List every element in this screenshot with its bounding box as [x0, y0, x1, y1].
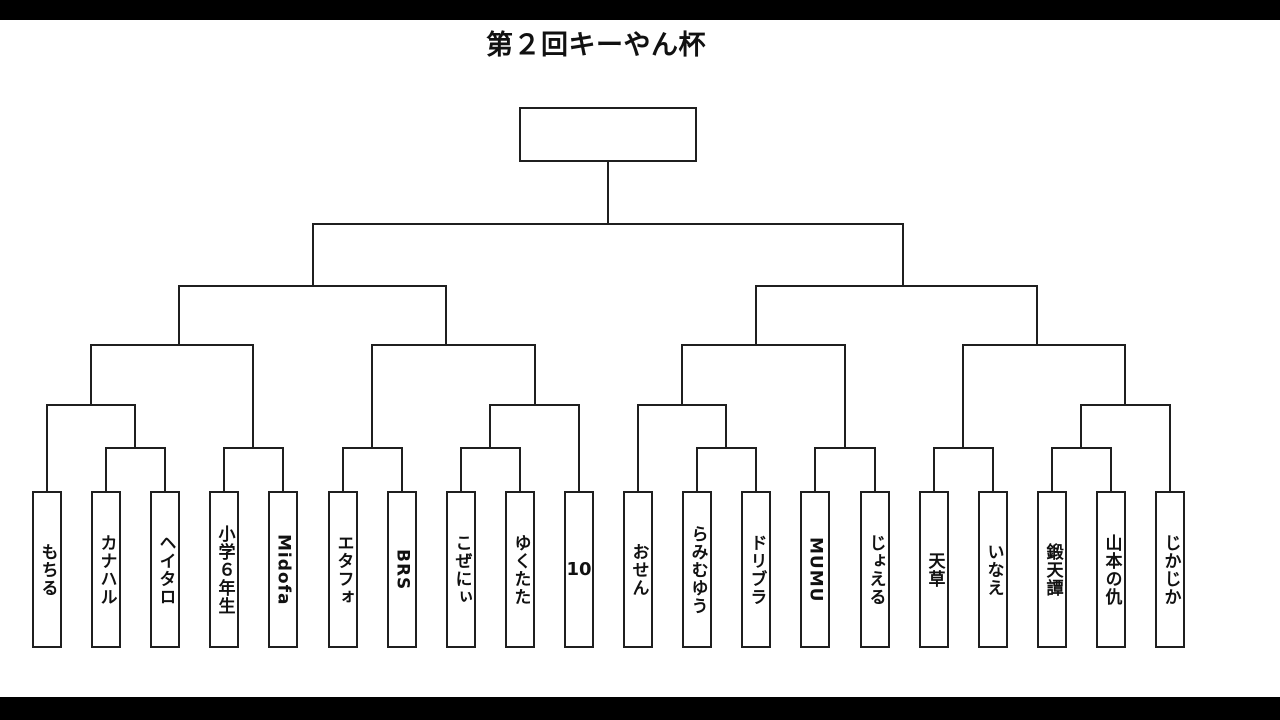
participant-box-7: BRS	[387, 491, 417, 648]
participant-name: じかじか	[1160, 533, 1181, 606]
participant-box-20: じかじか	[1155, 491, 1185, 648]
participant-box-17: いなえ	[978, 491, 1008, 648]
participant-name: 10	[566, 558, 592, 580]
participant-box-13: ドリブラ	[741, 491, 771, 648]
participant-name: らみむゆう	[687, 524, 708, 615]
participant-name: MUMU	[805, 536, 826, 603]
participant-name: もちる	[37, 542, 58, 597]
participant-box-5: Midofa	[268, 491, 298, 648]
participant-box-10: 10	[564, 491, 594, 648]
participant-name: 鍛天譚	[1042, 542, 1063, 597]
participant-name: 小学６年生	[214, 524, 235, 615]
participant-name: ドリブラ	[746, 533, 767, 606]
participant-name: おせん	[628, 542, 649, 597]
participant-box-16: 天草	[919, 491, 949, 648]
quarterfinal-connector-left	[178, 285, 447, 345]
participant-name: カナハル	[96, 533, 117, 606]
participant-name: Midofa	[273, 533, 294, 606]
participant-name: じょえる	[865, 533, 886, 606]
semifinal-connector	[312, 223, 904, 286]
participant-box-18: 鍛天譚	[1037, 491, 1067, 648]
participant-box-4: 小学６年生	[209, 491, 239, 648]
participant-box-9: ゆくたた	[505, 491, 535, 648]
participant-name: 天草	[924, 551, 945, 588]
quarterfinal-connector-right	[755, 285, 1038, 345]
participant-box-15: じょえる	[860, 491, 890, 648]
round2-connectors	[90, 344, 1126, 448]
letterbox-top-bar	[0, 0, 1280, 20]
participant-name: エタフォ	[333, 533, 354, 606]
participant-name: ヘイタロ	[155, 533, 176, 606]
bye-connectors	[46, 404, 1171, 491]
participant-box-1: もちる	[32, 491, 62, 648]
participant-box-19: 山本の仇	[1096, 491, 1126, 648]
participant-name: ゆくたた	[510, 533, 531, 606]
letterbox-bottom-bar	[0, 697, 1280, 720]
participant-name: 山本の仇	[1101, 533, 1122, 606]
participant-box-8: こぜにぃ	[446, 491, 476, 648]
champion-box	[519, 107, 697, 162]
participant-name: BRS	[392, 548, 413, 591]
participant-box-3: ヘイタロ	[150, 491, 180, 648]
tournament-title: 第２回キーやん杯	[486, 30, 706, 61]
participant-box-6: エタフォ	[328, 491, 358, 648]
participant-box-11: おせん	[623, 491, 653, 648]
participant-name: こぜにぃ	[451, 533, 472, 606]
participant-box-2: カナハル	[91, 491, 121, 648]
participant-box-14: MUMU	[800, 491, 830, 648]
round1-pair-connectors	[105, 447, 1112, 491]
participant-name: いなえ	[983, 542, 1004, 597]
participant-box-12: らみむゆう	[682, 491, 712, 648]
